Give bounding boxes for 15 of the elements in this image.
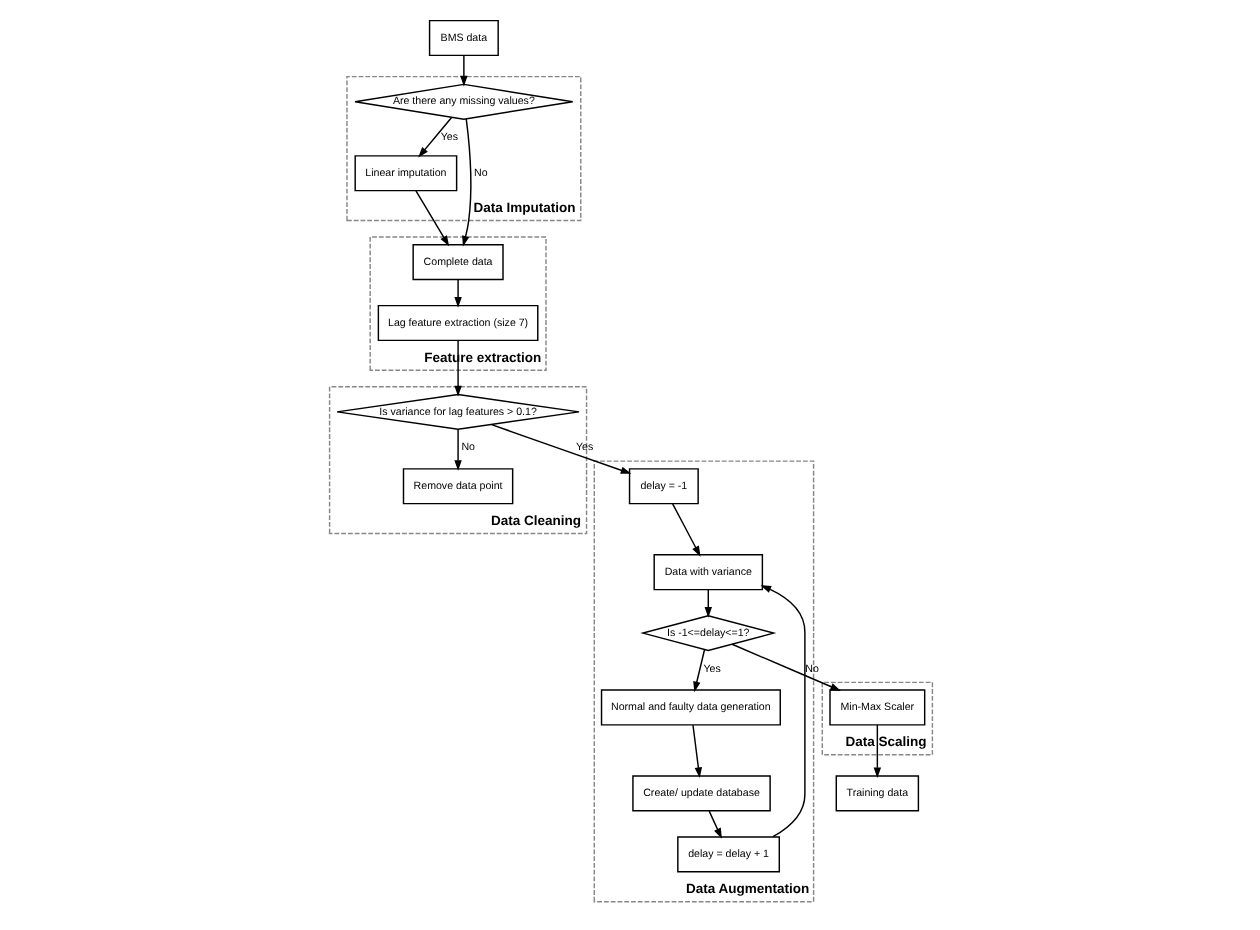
arrow	[459, 54, 467, 87]
arrow	[730, 643, 840, 691]
arrow	[453, 279, 461, 308]
arrow	[489, 423, 631, 474]
arrow	[670, 503, 700, 557]
arrow	[691, 724, 702, 779]
arrow	[461, 118, 471, 247]
arrow	[453, 340, 461, 397]
arrow	[414, 190, 449, 247]
arrow	[417, 116, 452, 158]
arrow	[453, 428, 461, 471]
arrow	[707, 810, 721, 839]
arrow	[692, 649, 705, 693]
arrow	[759, 585, 805, 838]
arrow	[872, 724, 881, 779]
